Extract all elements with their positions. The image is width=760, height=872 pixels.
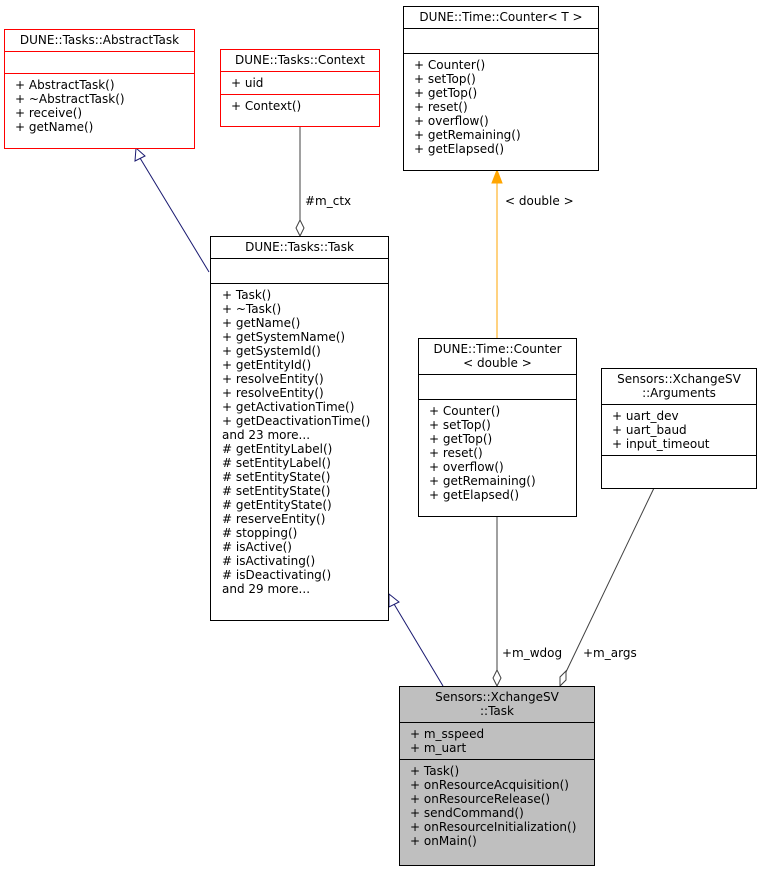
class-context[interactable]: DUNE::Tasks::Context + uid + Context() (220, 49, 380, 127)
methods-section: + AbstractTask() + ~AbstractTask() + rec… (5, 74, 194, 138)
method: + getTop() (414, 86, 478, 100)
class-abstract-task[interactable]: DUNE::Tasks::AbstractTask + AbstractTask… (4, 29, 195, 149)
method: + getTop() (429, 432, 493, 446)
method: # reserveEntity() (222, 512, 326, 526)
attributes-section (5, 52, 194, 74)
more-methods: and 23 more... (222, 428, 311, 442)
method: + getElapsed() (414, 142, 505, 156)
attributes-section: + m_sspeed + m_uart (400, 723, 594, 760)
method: # setEntityState() (222, 470, 331, 484)
method: + getElapsed() (429, 488, 520, 502)
method: + onResourceAcquisition() (410, 778, 569, 792)
methods-section: + Task() + onResourceAcquisition() + onR… (400, 760, 594, 852)
methods-section: + Context() (221, 95, 379, 117)
methods-section: + Task() + ~Task() + getName() + getSyst… (211, 284, 388, 600)
class-title: DUNE::Tasks::Task (211, 237, 388, 259)
method: # getEntityLabel() (222, 442, 333, 456)
method: # isActive() (222, 540, 292, 554)
class-xchange-task[interactable]: Sensors::XchangeSV ::Task + m_sspeed + m… (399, 686, 595, 866)
edge-xchange-inherits-task (393, 603, 444, 687)
attributes-section (211, 259, 388, 284)
edge-label-m-ctx: #m_ctx (305, 194, 352, 208)
method: + overflow() (414, 114, 489, 128)
edge-xchange-uses-arguments (565, 487, 655, 673)
method: + Task() (222, 288, 272, 302)
method: + Counter() (429, 404, 501, 418)
method: + getRemaining() (414, 128, 521, 142)
edge-task-inherits-abstracttask (139, 157, 210, 273)
class-title: DUNE::Tasks::AbstractTask (5, 30, 194, 52)
attribute: + uart_baud (612, 423, 687, 437)
method: + sendCommand() (410, 806, 524, 820)
method: # setEntityLabel() (222, 456, 331, 470)
inheritance-arrowhead (388, 592, 400, 608)
class-title: Sensors::XchangeSV ::Task (400, 687, 594, 723)
method: + Task() (410, 764, 460, 778)
attributes-section (419, 375, 576, 400)
methods-section: + Counter() + setTop() + getTop() + rese… (419, 400, 576, 506)
methods-section (602, 456, 756, 480)
class-counter-double[interactable]: DUNE::Time::Counter < double > + Counter… (418, 338, 577, 517)
method: + reset() (414, 100, 468, 114)
edge-label-template-arg: < double > (505, 194, 574, 208)
method: # stopping() (222, 526, 298, 540)
method: + getEntityId() (222, 358, 312, 372)
method: + getSystemName() (222, 330, 346, 344)
inheritance-arrowhead (134, 146, 146, 162)
method: + getRemaining() (429, 474, 536, 488)
aggregation-diamond (492, 668, 502, 688)
edge-label-m-wdog: +m_wdog (502, 646, 563, 660)
method: + getActivationTime() (222, 400, 355, 414)
method: + getName() (222, 316, 301, 330)
class-title: DUNE::Time::Counter< T > (404, 7, 598, 29)
method: + reset() (429, 446, 483, 460)
method: + ~Task() (222, 302, 282, 316)
class-task[interactable]: DUNE::Tasks::Task + Task() + ~Task() + g… (210, 236, 389, 621)
method: # getEntityState() (222, 498, 332, 512)
method: + AbstractTask() (15, 78, 115, 92)
more-methods: and 29 more... (222, 582, 311, 596)
attributes-section (404, 29, 598, 54)
method: + resolveEntity() (222, 372, 324, 386)
method: + setTop() (414, 72, 476, 86)
method: + setTop() (429, 418, 491, 432)
class-title: Sensors::XchangeSV ::Arguments (602, 369, 756, 405)
method: # isDeactivating() (222, 568, 332, 582)
method: + ~AbstractTask() (15, 92, 125, 106)
attribute: + m_uart (410, 741, 467, 755)
method: + getName() (15, 120, 94, 134)
template-arrowhead (491, 168, 503, 184)
method: + overflow() (429, 460, 504, 474)
attribute: + input_timeout (612, 437, 710, 451)
attribute: + uart_dev (612, 409, 679, 423)
attributes-section: + uid (221, 72, 379, 95)
class-arguments[interactable]: Sensors::XchangeSV ::Arguments + uart_de… (601, 368, 757, 489)
method: + Context() (231, 99, 302, 113)
method: + receive() (15, 106, 83, 120)
method: + onMain() (410, 834, 477, 848)
aggregation-diamond (559, 669, 567, 688)
method: # isActivating() (222, 554, 316, 568)
attributes-section: + uart_dev + uart_baud + input_timeout (602, 405, 756, 456)
aggregation-diamond (295, 218, 305, 238)
method: + getSystemId() (222, 344, 321, 358)
attribute: + uid (231, 76, 264, 90)
method: + Counter() (414, 58, 486, 72)
edge-label-m-args: +m_args (583, 646, 637, 660)
method: + resolveEntity() (222, 386, 324, 400)
class-title: DUNE::Tasks::Context (221, 50, 379, 72)
method: # setEntityState() (222, 484, 331, 498)
method: + getDeactivationTime() (222, 414, 371, 428)
class-title: DUNE::Time::Counter < double > (419, 339, 576, 375)
attribute: + m_sspeed (410, 727, 485, 741)
methods-section: + Counter() + setTop() + getTop() + rese… (404, 54, 598, 160)
method: + onResourceInitialization() (410, 820, 577, 834)
class-counter-template[interactable]: DUNE::Time::Counter< T > + Counter() + s… (403, 6, 599, 171)
method: + onResourceRelease() (410, 792, 551, 806)
